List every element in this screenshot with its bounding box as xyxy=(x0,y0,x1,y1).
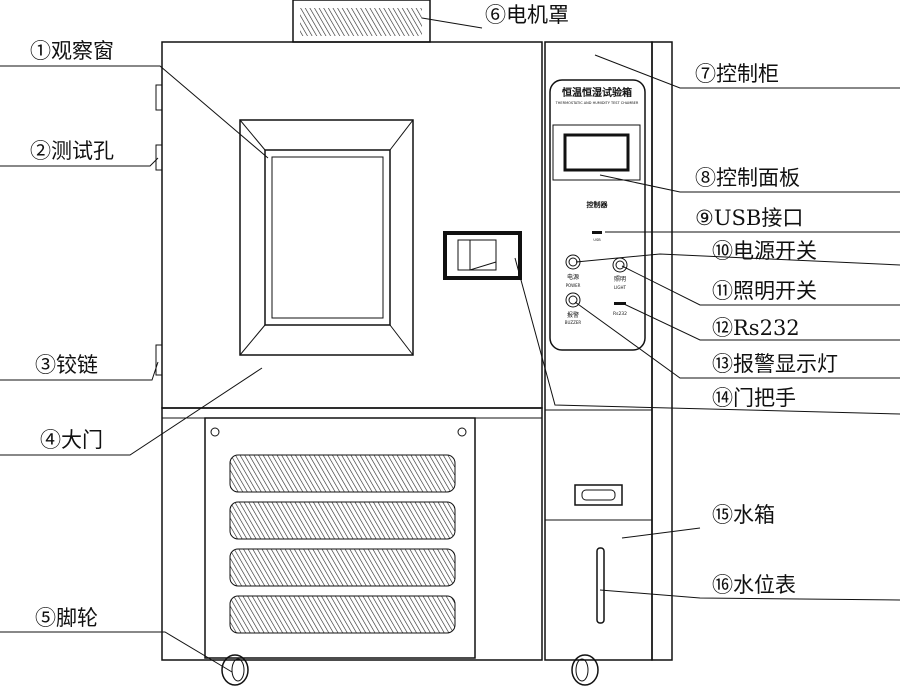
hinges xyxy=(155,84,163,376)
lower-cabinet xyxy=(161,407,543,661)
lower-panel xyxy=(204,417,476,659)
svg-text:POWER: POWER xyxy=(566,283,581,288)
rs232-port xyxy=(614,302,626,305)
svg-text:控制器: 控制器 xyxy=(587,200,609,209)
vents xyxy=(229,454,456,634)
leader-lines xyxy=(0,17,900,673)
water-tank-handle xyxy=(574,484,623,506)
label-usb-port: ⑨USB接口 xyxy=(695,206,803,230)
observation-window xyxy=(239,119,414,356)
svg-text:报警: 报警 xyxy=(567,311,579,319)
usb-port xyxy=(592,231,602,234)
alarm-light xyxy=(565,292,581,308)
door xyxy=(161,41,543,409)
label-water-tank: ⑮水箱 xyxy=(712,503,775,527)
svg-text:Rs232: Rs232 xyxy=(613,311,627,317)
svg-text:THERMOSTATIC AND HUMIDITY TEST: THERMOSTATIC AND HUMIDITY TEST CHAMBER xyxy=(555,101,639,105)
light-switch xyxy=(612,257,628,273)
svg-text:BUZZER: BUZZER xyxy=(565,320,582,325)
label-observation-window: ①观察窗 xyxy=(30,39,114,63)
svg-text:照明: 照明 xyxy=(614,276,626,283)
label-door: ④大门 xyxy=(40,428,103,452)
label-control-panel: ⑧控制面板 xyxy=(695,166,800,190)
label-light-switch: ⑪照明开关 xyxy=(712,279,817,303)
svg-text:恒温恒湿试验箱: 恒温恒湿试验箱 xyxy=(562,86,632,99)
label-power-switch: ⑩电源开关 xyxy=(712,239,817,263)
motor-cover-vent xyxy=(300,8,422,36)
label-alarm-light: ⑬报警显示灯 xyxy=(712,352,838,376)
svg-text:USB: USB xyxy=(593,238,601,242)
label-caster: ⑤脚轮 xyxy=(35,606,98,630)
label-rs232: ⑫Rs232 xyxy=(712,316,800,340)
label-hinge: ③铰链 xyxy=(35,353,98,377)
water-level-gauge xyxy=(596,547,605,624)
label-door-handle: ⑭门把手 xyxy=(712,386,796,410)
control-panel xyxy=(549,79,646,351)
label-control-cabinet: ⑦控制柜 xyxy=(695,62,779,86)
svg-text:电源: 电源 xyxy=(567,273,579,281)
label-test-hole: ②测试孔 xyxy=(30,139,114,163)
label-motor-cover: ⑥电机罩 xyxy=(485,3,569,27)
svg-text:LIGHT: LIGHT xyxy=(614,285,627,290)
screws xyxy=(210,427,467,437)
touch-screen xyxy=(552,124,641,181)
casters xyxy=(221,654,599,686)
door-handle xyxy=(443,231,522,280)
label-water-level-gauge: ⑯水位表 xyxy=(712,573,796,597)
